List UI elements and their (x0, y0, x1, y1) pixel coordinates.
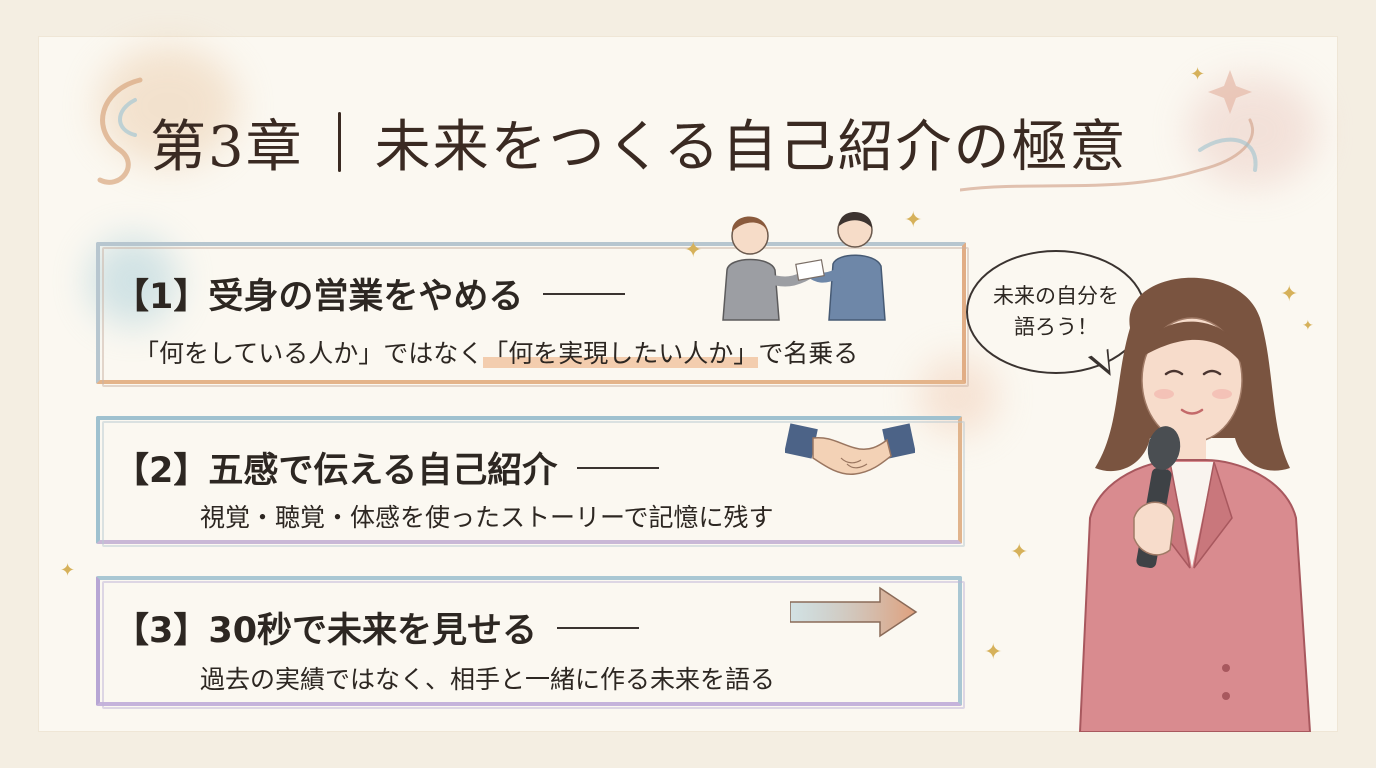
card-frame (96, 242, 966, 384)
card-subtitle: 「何をしている人か」ではなく「何を実現したい人か」で名乗る (134, 334, 858, 370)
card-heading: 【3】30秒で未来を見せる (114, 602, 640, 653)
sparkle-icon: ✦ (1302, 318, 1314, 334)
flourish-left-icon (97, 77, 143, 185)
page-title: 第3章 未来をつくる自己紹介の極意 (150, 92, 1190, 192)
speech-bubble-text: 未来の自分を 語ろう！ (993, 281, 1119, 344)
chapter-label: 第3章 (150, 114, 304, 180)
heading-dash (577, 466, 660, 469)
arrow-right-icon (790, 586, 918, 638)
title-separator (337, 112, 341, 172)
heading-dash (543, 292, 626, 295)
sparkle-icon: ✦ (1280, 282, 1299, 307)
card-frame-sketch (102, 581, 965, 709)
sparkle-icon: ✦ (1190, 64, 1206, 85)
watercolor-wash (98, 46, 238, 166)
handshake-icon (785, 423, 915, 475)
speech-line: 語ろう！ (1014, 315, 1098, 339)
card-heading: 【2】五感で伝える自己紹介 (114, 442, 660, 493)
sparkle-icon: ✦ (1010, 540, 1029, 565)
card-frame (96, 416, 962, 544)
sparkle-icon: ✦ (60, 560, 76, 581)
card-heading: 【1】受身の営業をやめる (114, 268, 626, 319)
title-main: 未来をつくる自己紹介の極意 (374, 114, 1128, 180)
card-heading-text: 【1】受身の営業をやめる (114, 277, 524, 317)
point-card-1: 【1】受身の営業をやめる 「何をしている人か」ではなく「何を実現したい人か」で名… (96, 242, 969, 387)
sparkle-icon: ✦ (984, 640, 1003, 665)
sparkle-icon: ✦ (684, 238, 703, 263)
card-subtitle: 視覚・聴覚・体感を使ったストーリーで記憶に残す (200, 503, 774, 532)
subtitle-highlight: 「何を実現したい人か」 (483, 339, 759, 368)
speaker-with-microphone-icon (1078, 277, 1312, 732)
card-subtitle: 過去の実績ではなく、相手と一緒に作る未来を語る (200, 665, 776, 694)
flourish-right-icon (960, 70, 1258, 192)
speech-line: 未来の自分を (993, 283, 1119, 308)
sparkle-icon: ✦ (904, 208, 923, 233)
speech-bubble: 未来の自分を 語ろう！ (966, 250, 1146, 374)
point-card-3: 【3】30秒で未来を見せる 過去の実績ではなく、相手と一緒に作る未来を語る (96, 576, 965, 709)
point-card-2: 【2】五感で伝える自己紹介 視覚・聴覚・体感を使ったストーリーで記憶に残す (96, 416, 965, 547)
business-card-exchange-icon (722, 211, 886, 321)
card-heading-text: 【2】五感で伝える自己紹介 (114, 451, 558, 491)
heading-dash (557, 626, 640, 629)
card-heading-text: 【3】30秒で未来を見せる (114, 611, 538, 651)
card-frame-sketch (102, 421, 965, 547)
card-frame (96, 576, 962, 706)
subtitle-part: で名乗る (758, 339, 859, 368)
subtitle-part: 「何をしている人か」ではなく (134, 339, 484, 368)
